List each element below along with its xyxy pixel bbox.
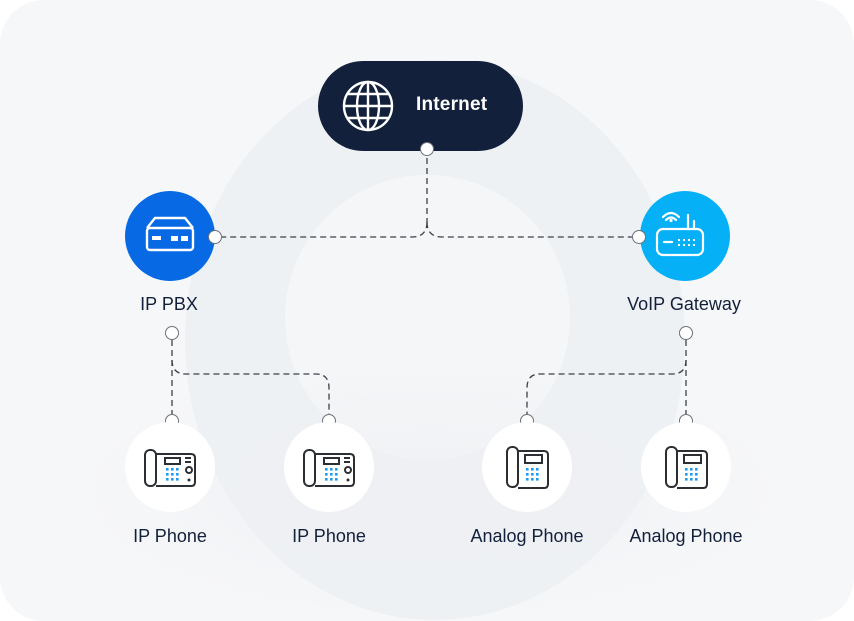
analog-phone-icon xyxy=(665,446,708,489)
ip-phone-node[interactable] xyxy=(125,422,215,512)
analog-phone-node[interactable] xyxy=(641,422,731,512)
ip-phone-icon xyxy=(303,449,355,487)
link-pbx-to-phone2 xyxy=(171,359,330,414)
link-internet-to-gateway xyxy=(426,221,632,238)
internet-port xyxy=(420,142,434,156)
ip-phone-node[interactable] xyxy=(284,422,374,512)
phone1-label: IP Phone xyxy=(133,526,207,546)
pbx-device-icon xyxy=(145,216,195,252)
ip-pbx-downlink-port xyxy=(165,326,179,340)
voip-gateway-label: VoIP Gateway xyxy=(627,294,741,314)
voip-gateway-uplink-port xyxy=(632,230,646,244)
router-icon xyxy=(655,211,705,257)
voip-gateway-node[interactable] xyxy=(640,191,730,281)
phone2-label: IP Phone xyxy=(292,526,366,546)
phone3-label: Analog Phone xyxy=(470,526,584,546)
internet-node[interactable]: Internet xyxy=(318,61,523,151)
analog-phone-node[interactable] xyxy=(482,422,572,512)
voip-gateway-downlink-port xyxy=(679,326,693,340)
globe-icon xyxy=(342,80,394,132)
internet-label: Internet xyxy=(416,94,488,115)
ip-phone-icon xyxy=(144,449,196,487)
link-gateway-to-phone3 xyxy=(526,359,687,414)
phone4-label: Analog Phone xyxy=(629,526,743,546)
link-internet-to-pbx xyxy=(222,221,428,238)
ip-pbx-uplink-port xyxy=(208,230,222,244)
ip-pbx-node[interactable] xyxy=(125,191,215,281)
analog-phone-icon xyxy=(506,446,549,489)
ip-pbx-label: IP PBX xyxy=(140,294,198,314)
